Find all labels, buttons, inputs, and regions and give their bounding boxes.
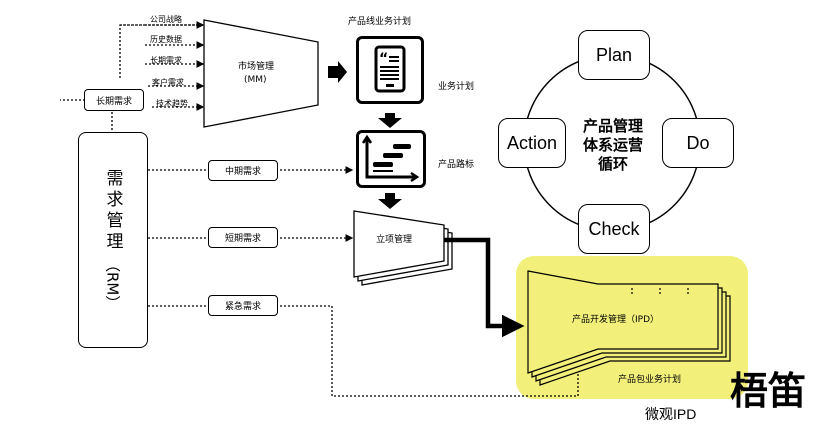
watermark-brand: 梧笛 bbox=[730, 369, 807, 413]
document-icon: “ bbox=[374, 45, 406, 93]
cycle-center-line2: 体系运营 bbox=[582, 136, 643, 154]
input-label-history: 历史数据 bbox=[150, 35, 182, 44]
urgent-demand-box: 紧急需求 bbox=[208, 295, 278, 316]
charter-shape bbox=[353, 210, 453, 286]
business-plan-label: 业务计划 bbox=[438, 82, 475, 92]
cycle-center-title: 产品管理 体系运营 循环 bbox=[572, 117, 654, 174]
watermark-sub: 微观IPD bbox=[645, 406, 697, 422]
urgent-arrow bbox=[148, 305, 582, 397]
product-line-plan-label: 产品线业务计划 bbox=[348, 17, 412, 27]
roadmap-tile bbox=[356, 130, 426, 188]
market-mgmt-shape bbox=[203, 19, 319, 128]
charter-label: 立项管理 bbox=[376, 235, 413, 245]
gantt-icon bbox=[361, 134, 420, 183]
cycle-action: Action bbox=[498, 118, 566, 168]
rm-box: 需求管理 （RM） bbox=[78, 132, 148, 348]
charter-to-ipd-arrow bbox=[444, 237, 525, 338]
input-arrows bbox=[60, 21, 205, 111]
cycle-do: Do bbox=[662, 118, 734, 168]
input-label-tech: 技术趋势 bbox=[156, 99, 188, 108]
ipd-shape bbox=[527, 270, 731, 386]
rm-abbrev: （RM） bbox=[103, 257, 122, 311]
business-plan-tile: “ bbox=[356, 36, 424, 104]
input-label-customer: 客户需求 bbox=[152, 78, 184, 87]
ipd-label: 产品开发管理（IPD） bbox=[572, 315, 660, 325]
down-arrow-2 bbox=[378, 193, 402, 209]
market-mgmt-abbrev: (MM) bbox=[244, 75, 267, 85]
cycle-check: Check bbox=[578, 204, 650, 254]
input-label-strategy: 公司战略 bbox=[150, 15, 182, 24]
rm-text: 需求管理 bbox=[102, 169, 123, 254]
svg-text:“: “ bbox=[379, 51, 388, 67]
cycle-plan: Plan bbox=[578, 30, 650, 80]
mm-to-plan-arrow bbox=[328, 61, 347, 83]
short-term-demand-box: 短期需求 bbox=[208, 227, 278, 248]
market-mgmt-label: 市场管理 bbox=[238, 62, 275, 72]
long-term-demand-box: 长期需求 bbox=[84, 89, 144, 111]
roadmap-label: 产品路标 bbox=[438, 160, 475, 170]
cycle-center-line1: 产品管理 bbox=[582, 117, 643, 135]
package-plan-label: 产品包业务计划 bbox=[618, 375, 682, 385]
cycle-center-line3: 循环 bbox=[597, 155, 628, 173]
mid-term-demand-box: 中期需求 bbox=[208, 160, 278, 181]
input-label-longterm: 长期需求 bbox=[150, 56, 182, 65]
down-arrow-1 bbox=[378, 113, 402, 128]
